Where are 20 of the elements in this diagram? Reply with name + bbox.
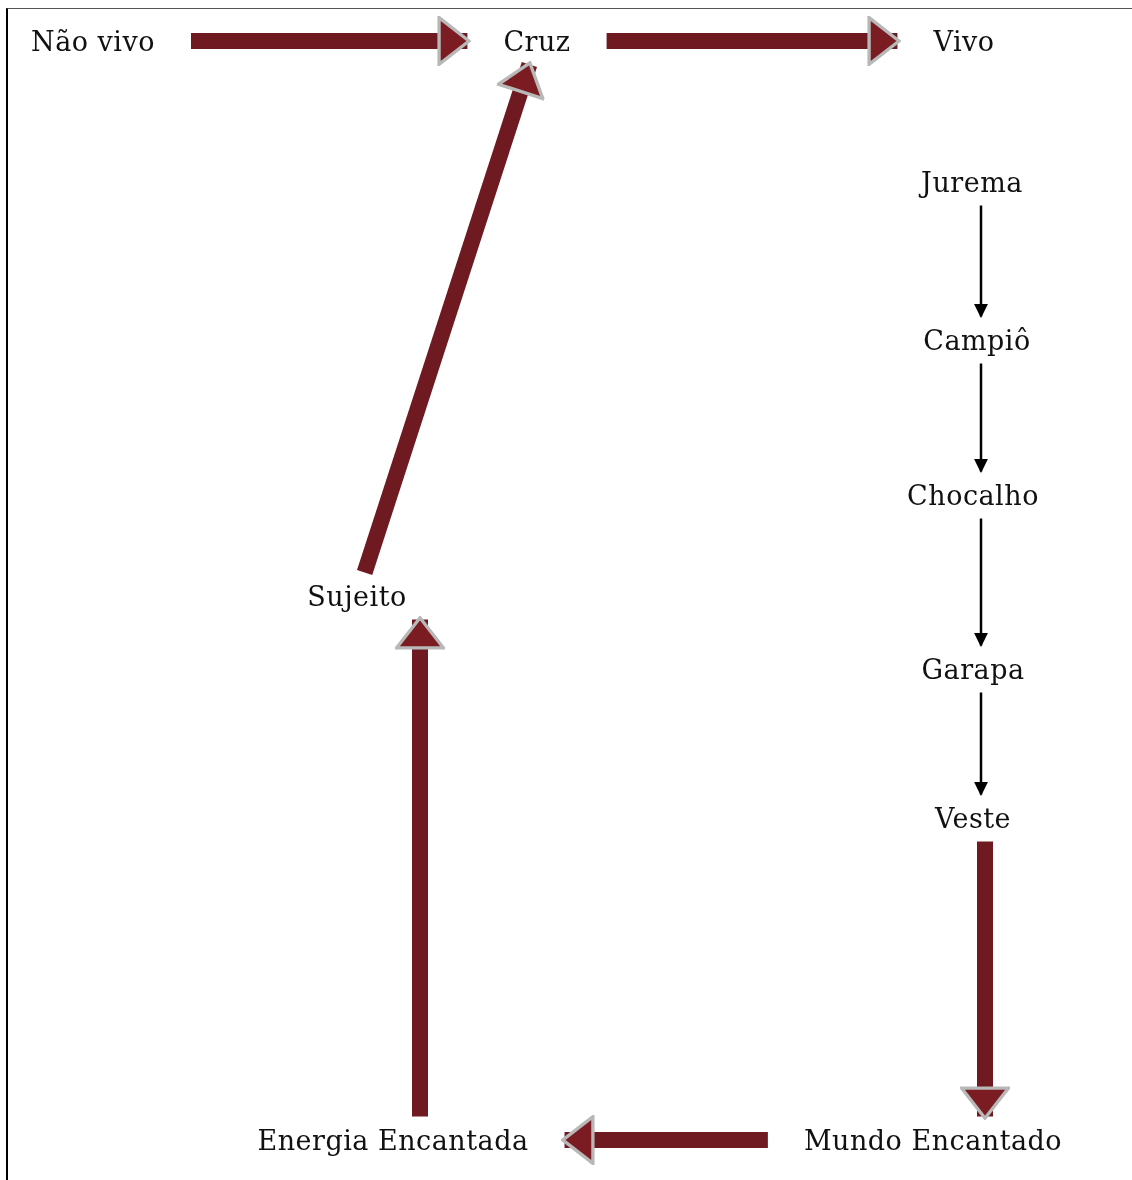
node-label: Cruz (503, 25, 571, 57)
arrow (974, 692, 988, 796)
node-label: Veste (934, 802, 1012, 834)
arrow (191, 16, 471, 66)
node-label: Chocalho (907, 479, 1039, 511)
arrow (357, 61, 545, 575)
arrow (974, 205, 988, 318)
node-label: Vivo (933, 25, 995, 57)
arrow (395, 616, 445, 1117)
node-label: Energia Encantada (257, 1124, 529, 1156)
node-label: Não vivo (31, 25, 155, 57)
arrow (960, 841, 1010, 1120)
node-label: Mundo Encantado (803, 1124, 1063, 1156)
node-label: Sujeito (307, 580, 407, 612)
arrow (974, 518, 988, 647)
arrow (974, 363, 988, 473)
node-label: Garapa (921, 653, 1025, 685)
arrow (606, 16, 901, 66)
arrow (561, 1115, 768, 1165)
node-label: Campiô (923, 324, 1031, 356)
